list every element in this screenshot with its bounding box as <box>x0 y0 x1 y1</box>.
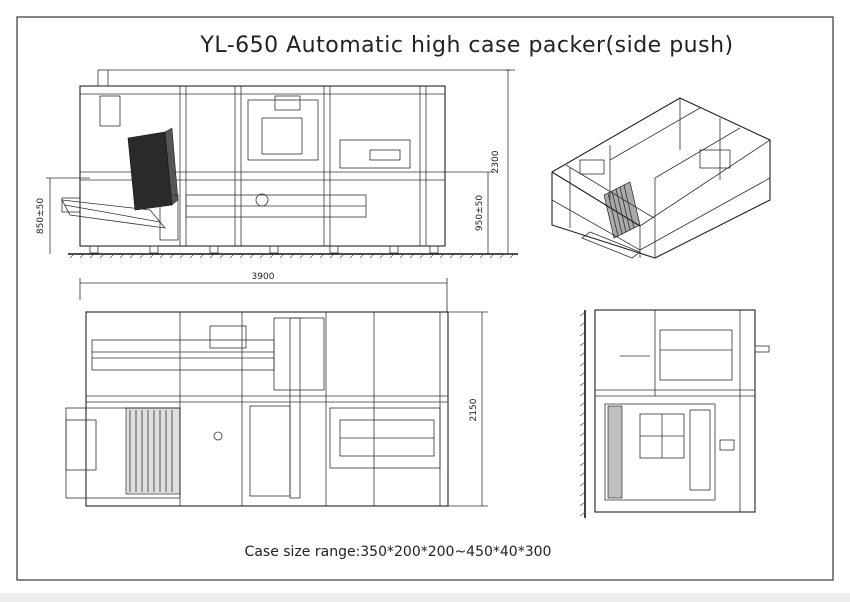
side-view <box>579 309 770 518</box>
dim-infeed-height: 850±50 <box>36 198 46 234</box>
dim-height-total: 2300 <box>491 150 501 173</box>
top-view: 2150 <box>65 311 488 507</box>
length-dimension: 3900 <box>79 272 448 312</box>
dim-length: 3900 <box>252 272 275 282</box>
drawing-title: YL-650 Automatic high case packer(side p… <box>199 33 733 58</box>
isometric-view <box>551 97 771 259</box>
dim-width: 2150 <box>469 398 479 421</box>
dim-outfeed-height: 950±50 <box>475 195 485 231</box>
case-size-range: Case size range:350*200*200~450*40*300 <box>245 544 552 560</box>
front-view: 2300 950±50 850±50 <box>36 69 518 259</box>
sheet-border <box>16 16 834 581</box>
